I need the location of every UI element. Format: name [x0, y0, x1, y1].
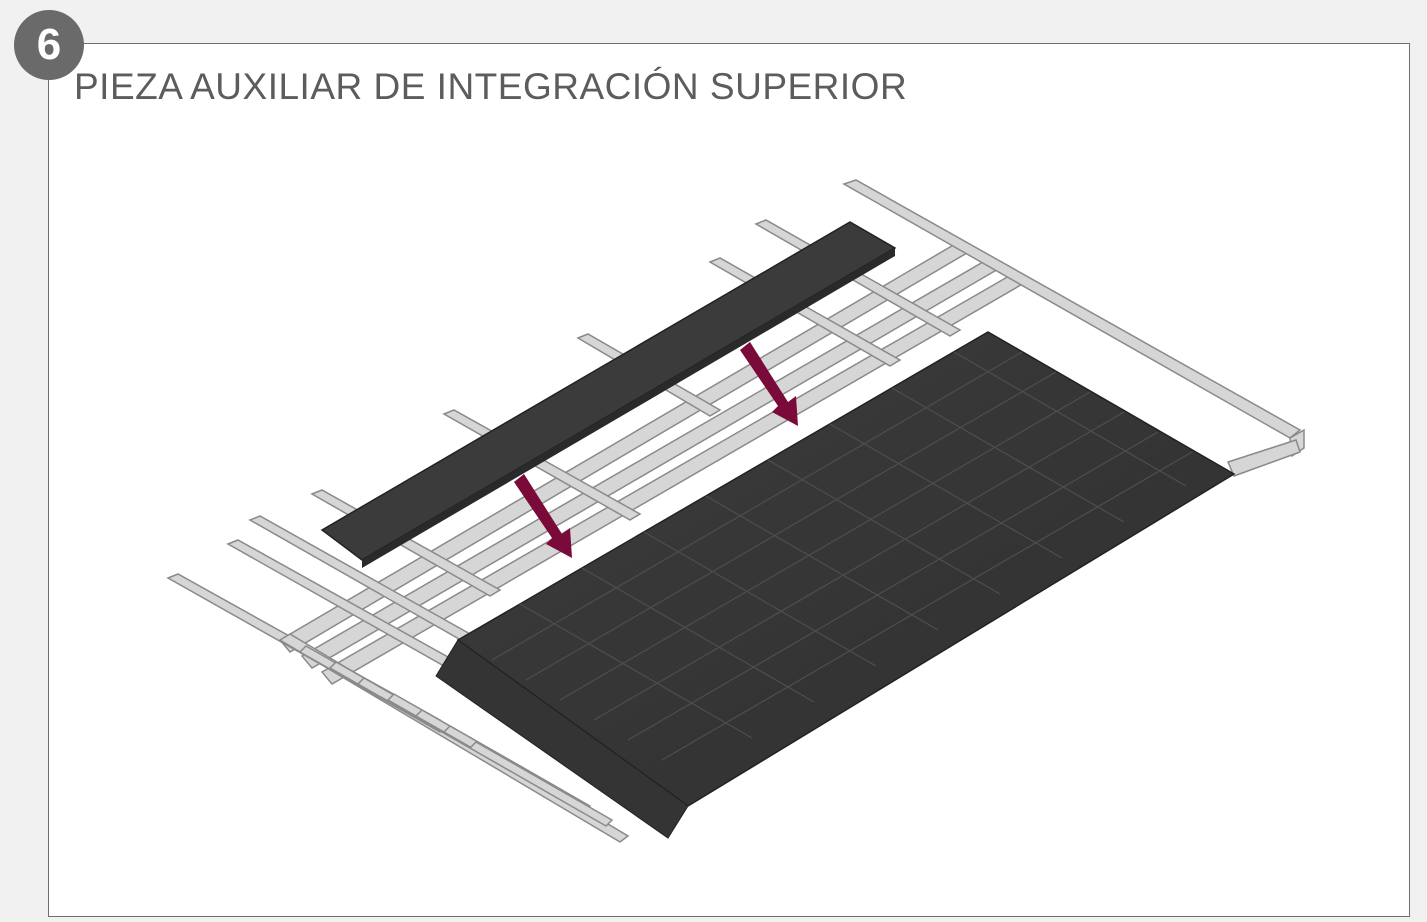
placement-arrows — [514, 342, 798, 558]
arrow-down-right-icon — [740, 342, 798, 426]
batten — [842, 179, 1302, 439]
batten — [1226, 439, 1301, 477]
arrow-down-right-icon — [514, 474, 572, 558]
step-title: PIEZA AUXILIAR DE INTEGRACIÓN SUPERIOR — [74, 66, 908, 107]
upper-integration-piece-edge — [362, 248, 895, 568]
step-number-badge: 6 — [14, 10, 84, 80]
batten — [468, 741, 614, 827]
tile-panel — [435, 331, 1236, 839]
